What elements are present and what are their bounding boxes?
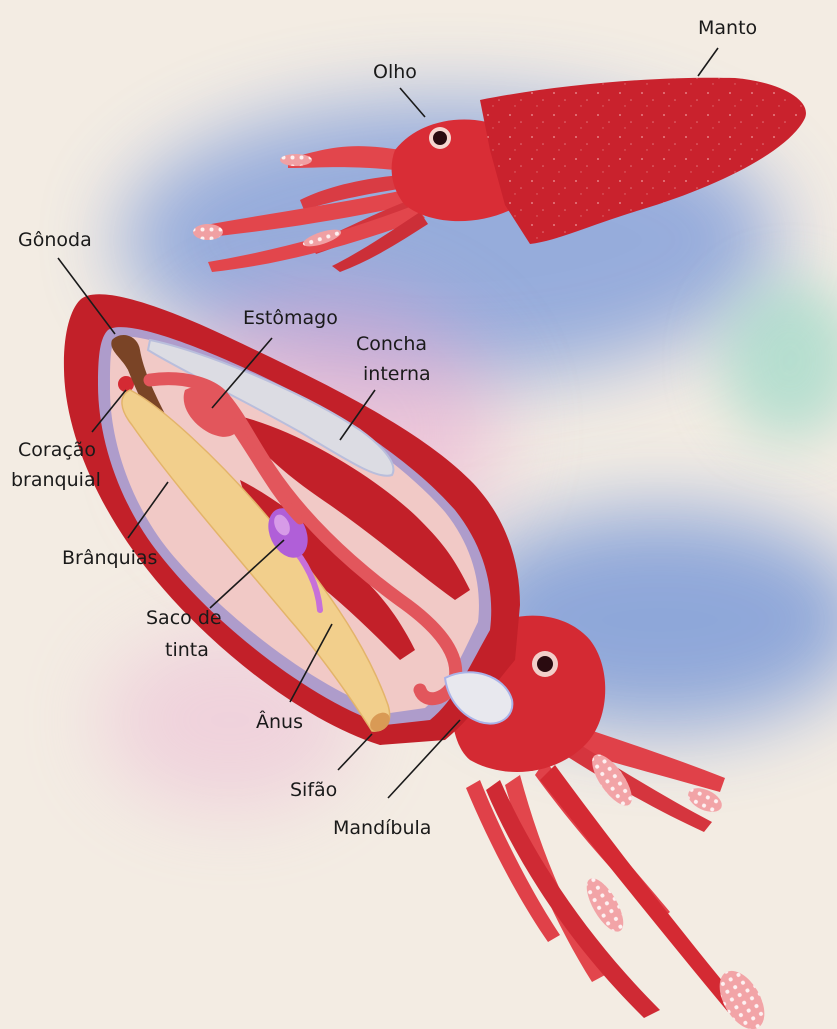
cutaway-pupil [537,656,553,672]
label-coracao-line1: Coração [18,439,96,461]
label-saco-line2: tinta [165,639,209,661]
label-sifao: Sifão [290,779,337,801]
label-mandibula: Mandíbula [333,817,431,839]
label-concha-line1: Concha [356,333,427,355]
label-estomago: Estômago [243,307,338,329]
club-1-suckers [193,224,223,240]
label-saco-line1: Saco de [146,607,222,629]
top-squid-pupil [433,131,447,145]
label-coracao-line2: branquial [11,469,101,491]
leader-manto [698,48,718,76]
label-branquias: Brânquias [62,547,157,569]
label-anus: Ânus [256,710,303,733]
club-2-suckers [280,154,312,166]
label-gonoda: Gônoda [18,229,92,251]
label-manto: Manto [698,17,757,39]
label-olho: Olho [373,61,417,83]
label-concha-line2: interna [363,363,431,385]
